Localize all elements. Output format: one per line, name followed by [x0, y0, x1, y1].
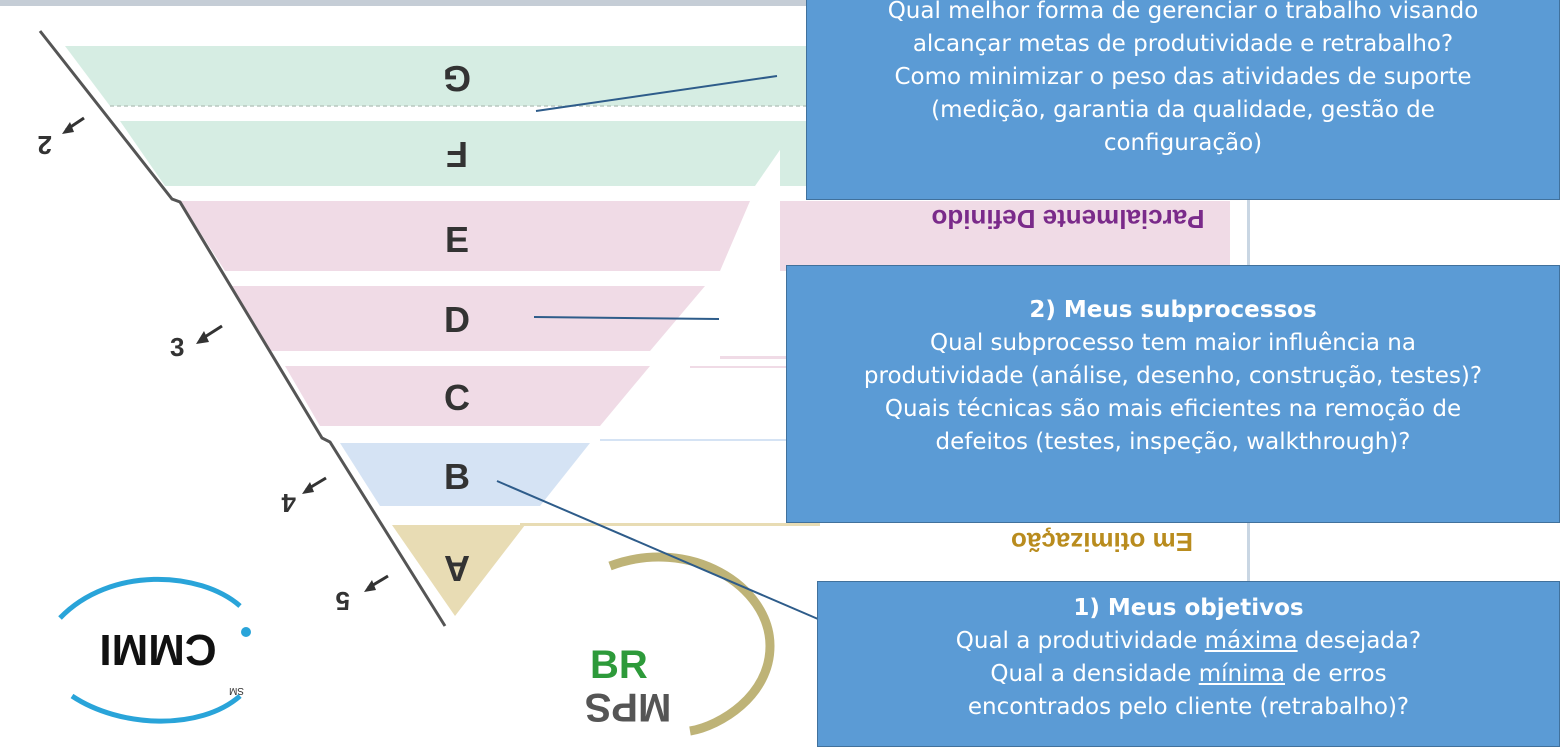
strip-d-line	[720, 356, 790, 359]
bar-letter-f: F	[446, 134, 468, 175]
label-partially-defined: Parcialmente Definido	[931, 204, 1204, 234]
cmmi-swoosh-top	[58, 576, 242, 620]
callout-top-line2: alcançar metas de produtividade e retrab…	[912, 31, 1454, 57]
callout-bottom-line2: Qual a densidade mínima de erros	[818, 658, 1559, 691]
callout-bottom-line1: Qual a produtividade máxima desejada?	[818, 625, 1559, 658]
cmmi-swoosh-bottom	[70, 693, 242, 724]
bar-letter-g: G	[443, 58, 471, 99]
callout-mid-line1: Qual subprocesso tem maior influência na	[930, 330, 1416, 356]
callout-subprocesses: 2) Meus subprocessos Qual subprocesso te…	[786, 265, 1560, 523]
callout-top-line1: Qual melhor forma de gerenciar o trabalh…	[887, 0, 1479, 24]
level-number-3: 3	[170, 332, 184, 362]
callout-top-line3: Como minimizar o peso das atividades de …	[894, 64, 1472, 90]
callout-mid-title: 2) Meus subprocessos	[1029, 297, 1317, 323]
callout-bottom-line1-pre: Qual a produtividade	[955, 628, 1205, 654]
bar-letter-a: A	[444, 548, 470, 589]
callout-bottom-line2-post: de erros	[1285, 661, 1387, 687]
connector-mid	[533, 316, 720, 320]
cmmi-logo: CMMI SM	[58, 576, 251, 724]
bar-letter-d: D	[444, 299, 470, 340]
level-number-5: 5	[336, 586, 350, 616]
mps-br-logo: BR MPS	[585, 552, 775, 736]
bar-letter-b: B	[444, 456, 470, 497]
callout-management: Qual melhor forma de gerenciar o trabalh…	[806, 0, 1560, 200]
callout-top-line5: configuração)	[1103, 130, 1263, 156]
bar-b	[340, 443, 590, 506]
strip-c-line	[690, 366, 790, 368]
callout-bottom-line1-underlined: máxima	[1204, 628, 1298, 654]
callout-bottom-line3: encontrados pelo cliente (retrabalho)?	[967, 694, 1410, 720]
mps-swoosh	[608, 552, 775, 736]
bar-c	[285, 366, 650, 426]
cmmi-dot	[241, 627, 251, 637]
bar-e	[180, 201, 750, 271]
arrow-2-head	[62, 122, 74, 134]
callout-mid-line3: Quais técnicas são mais eficientes na re…	[884, 396, 1462, 422]
strip-a-line	[520, 523, 820, 526]
bar-letter-c: C	[444, 377, 470, 418]
bar-a	[392, 525, 525, 616]
callout-bottom-line2-pre: Qual a densidade	[990, 661, 1199, 687]
cmmi-sm: SM	[229, 685, 244, 696]
strip-b-line	[600, 439, 790, 441]
bar-d	[230, 286, 705, 351]
callout-bottom-title: 1) Meus objetivos	[1073, 595, 1304, 621]
callout-objectives: 1) Meus objetivos Qual a produtividade m…	[817, 581, 1560, 747]
arrow-5-head	[364, 580, 376, 592]
callout-mid-line2: produtividade (análise, desenho, constru…	[863, 363, 1483, 389]
arrow-3-head	[196, 331, 209, 344]
mps-logo-text: MPS	[585, 685, 672, 729]
callout-top-line4: (medição, garantia da qualidade, gestão …	[931, 97, 1435, 123]
bar-g	[65, 46, 830, 106]
connector-top	[535, 75, 778, 112]
strip-e	[780, 201, 1230, 271]
level-number-4: 4	[281, 488, 296, 518]
diagonal-line	[38, 30, 447, 627]
label-optimizing: Em otimização	[1011, 527, 1193, 557]
callout-bottom-line1-post: desejada?	[1297, 628, 1422, 654]
arrow-4-head	[302, 482, 314, 494]
connector-bottom	[496, 480, 819, 620]
cmmi-logo-text: CMMI	[99, 625, 216, 674]
bar-letter-e: E	[445, 219, 469, 260]
bar-f	[120, 121, 800, 186]
callout-mid-line4: defeitos (testes, inspeção, walkthrough)…	[935, 429, 1411, 455]
mps-br-subtext: BR	[590, 643, 648, 687]
callout-bottom-line2-underlined: mínima	[1198, 661, 1285, 687]
level-number-2: 2	[38, 130, 52, 160]
